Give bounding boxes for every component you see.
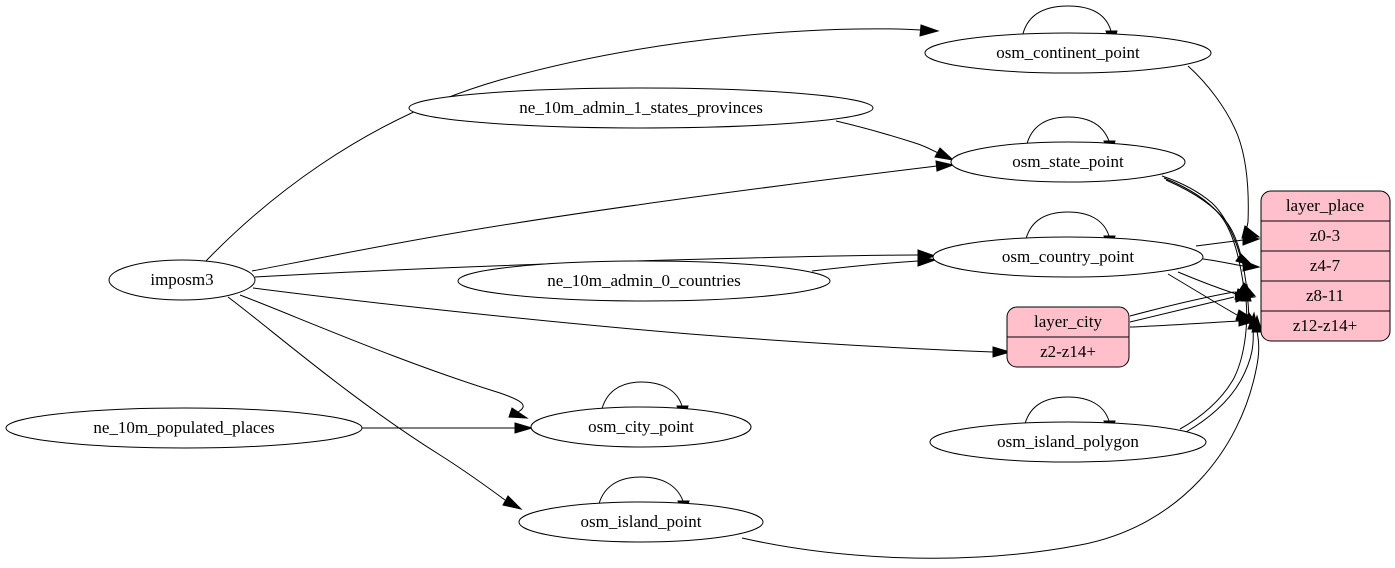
node-label-osm_city_point: osm_city_point (588, 417, 694, 436)
edge-imposm3-to-osm_state_point (251, 160, 955, 272)
edge-layer_city-to-layer_place-extra (1129, 291, 1235, 317)
edge-imposm3-to-layer_city (252, 287, 1012, 358)
edge-osm_country_point-to-layer_place-z4-7 (1202, 258, 1261, 272)
node-label-osm_island_polygon: osm_island_polygon (997, 432, 1139, 451)
record-title-layer_place: layer_place (1286, 196, 1364, 215)
record-title-layer_city: layer_city (1034, 312, 1102, 331)
node-layer: imposm3 ne_10m_admin_1_states_provinces … (5, 32, 1212, 543)
edge-layer_city-to-layer_place-z12-z14 (1129, 315, 1258, 328)
node-label-osm_state_point: osm_state_point (1012, 152, 1124, 171)
record-row-layer_city-z2-z14plus[interactable]: z2-z14+ (1040, 342, 1096, 361)
node-imposm3[interactable]: imposm3 (108, 259, 256, 301)
node-osm_country_point[interactable]: osm_country_point (932, 236, 1204, 278)
edge-osm_continent_point-to-layer_place-z0-3 (1187, 65, 1261, 239)
node-label-ne_10m_admin_1_states_provinces: ne_10m_admin_1_states_provinces (519, 98, 763, 117)
edge-osm_island_polygon-to-layer_place-z8-11 (1179, 283, 1252, 430)
record-node-layer_place[interactable]: layer_place z0-3 z4-7 z8-11 z12-z14+ (1260, 190, 1391, 342)
edge-ne_10m_populated_places-to-osm_city_point (362, 422, 534, 434)
record-row-layer_place-z0-3[interactable]: z0-3 (1310, 226, 1340, 245)
edge-osm_island_point-to-layer_place-z12-z14 (741, 314, 1263, 559)
record-layer: layer_place z0-3 z4-7 z8-11 z12-z14+ lay… (1006, 190, 1391, 368)
record-node-layer_city[interactable]: layer_city z2-z14+ (1006, 306, 1130, 368)
edge-layer_city-to-layer_place-z8-11 (1129, 291, 1254, 323)
edge-imposm3-to-osm_city_point (239, 294, 529, 419)
edge-osm_state_point-to-layer_place-z8-11 (1163, 177, 1257, 297)
edge-imposm3-to-osm_island_point (227, 296, 523, 510)
node-label-ne_10m_populated_places: ne_10m_populated_places (93, 418, 274, 437)
node-ne_10m_admin_1_states_provinces[interactable]: ne_10m_admin_1_states_provinces (408, 87, 874, 129)
edge-osm_country_point-to-layer_place-z0-3 (1195, 234, 1261, 247)
edge-ne_10m_admin_0_countries-to-osm_country_point (811, 255, 937, 272)
node-osm_island_polygon[interactable]: osm_island_polygon (929, 421, 1207, 463)
edge-ne_10m_admin_1_states_provinces-to-osm_state_point (835, 120, 955, 161)
node-ne_10m_populated_places[interactable]: ne_10m_populated_places (5, 407, 363, 449)
edge-imposm3-to-osm_continent_point (204, 24, 940, 263)
node-label-osm_continent_point: osm_continent_point (996, 43, 1140, 62)
node-osm_continent_point[interactable]: osm_continent_point (924, 32, 1212, 74)
node-label-osm_country_point: osm_country_point (1002, 247, 1134, 266)
record-row-layer_place-z12-z14plus[interactable]: z12-z14+ (1293, 316, 1357, 335)
node-ne_10m_admin_0_countries[interactable]: ne_10m_admin_0_countries (457, 260, 831, 302)
node-osm_island_point[interactable]: osm_island_point (518, 501, 764, 543)
node-osm_state_point[interactable]: osm_state_point (950, 141, 1186, 183)
node-label-imposm3: imposm3 (150, 270, 213, 289)
node-osm_city_point[interactable]: osm_city_point (530, 406, 752, 448)
record-row-layer_place-z8-11[interactable]: z8-11 (1306, 286, 1344, 305)
edge-osm_island_polygon-to-layer_place-z12-z14 (1185, 311, 1259, 433)
node-label-osm_island_point: osm_island_point (581, 512, 702, 531)
node-label-ne_10m_admin_0_countries: ne_10m_admin_0_countries (547, 271, 741, 290)
record-row-layer_place-z4-7[interactable]: z4-7 (1310, 256, 1341, 275)
